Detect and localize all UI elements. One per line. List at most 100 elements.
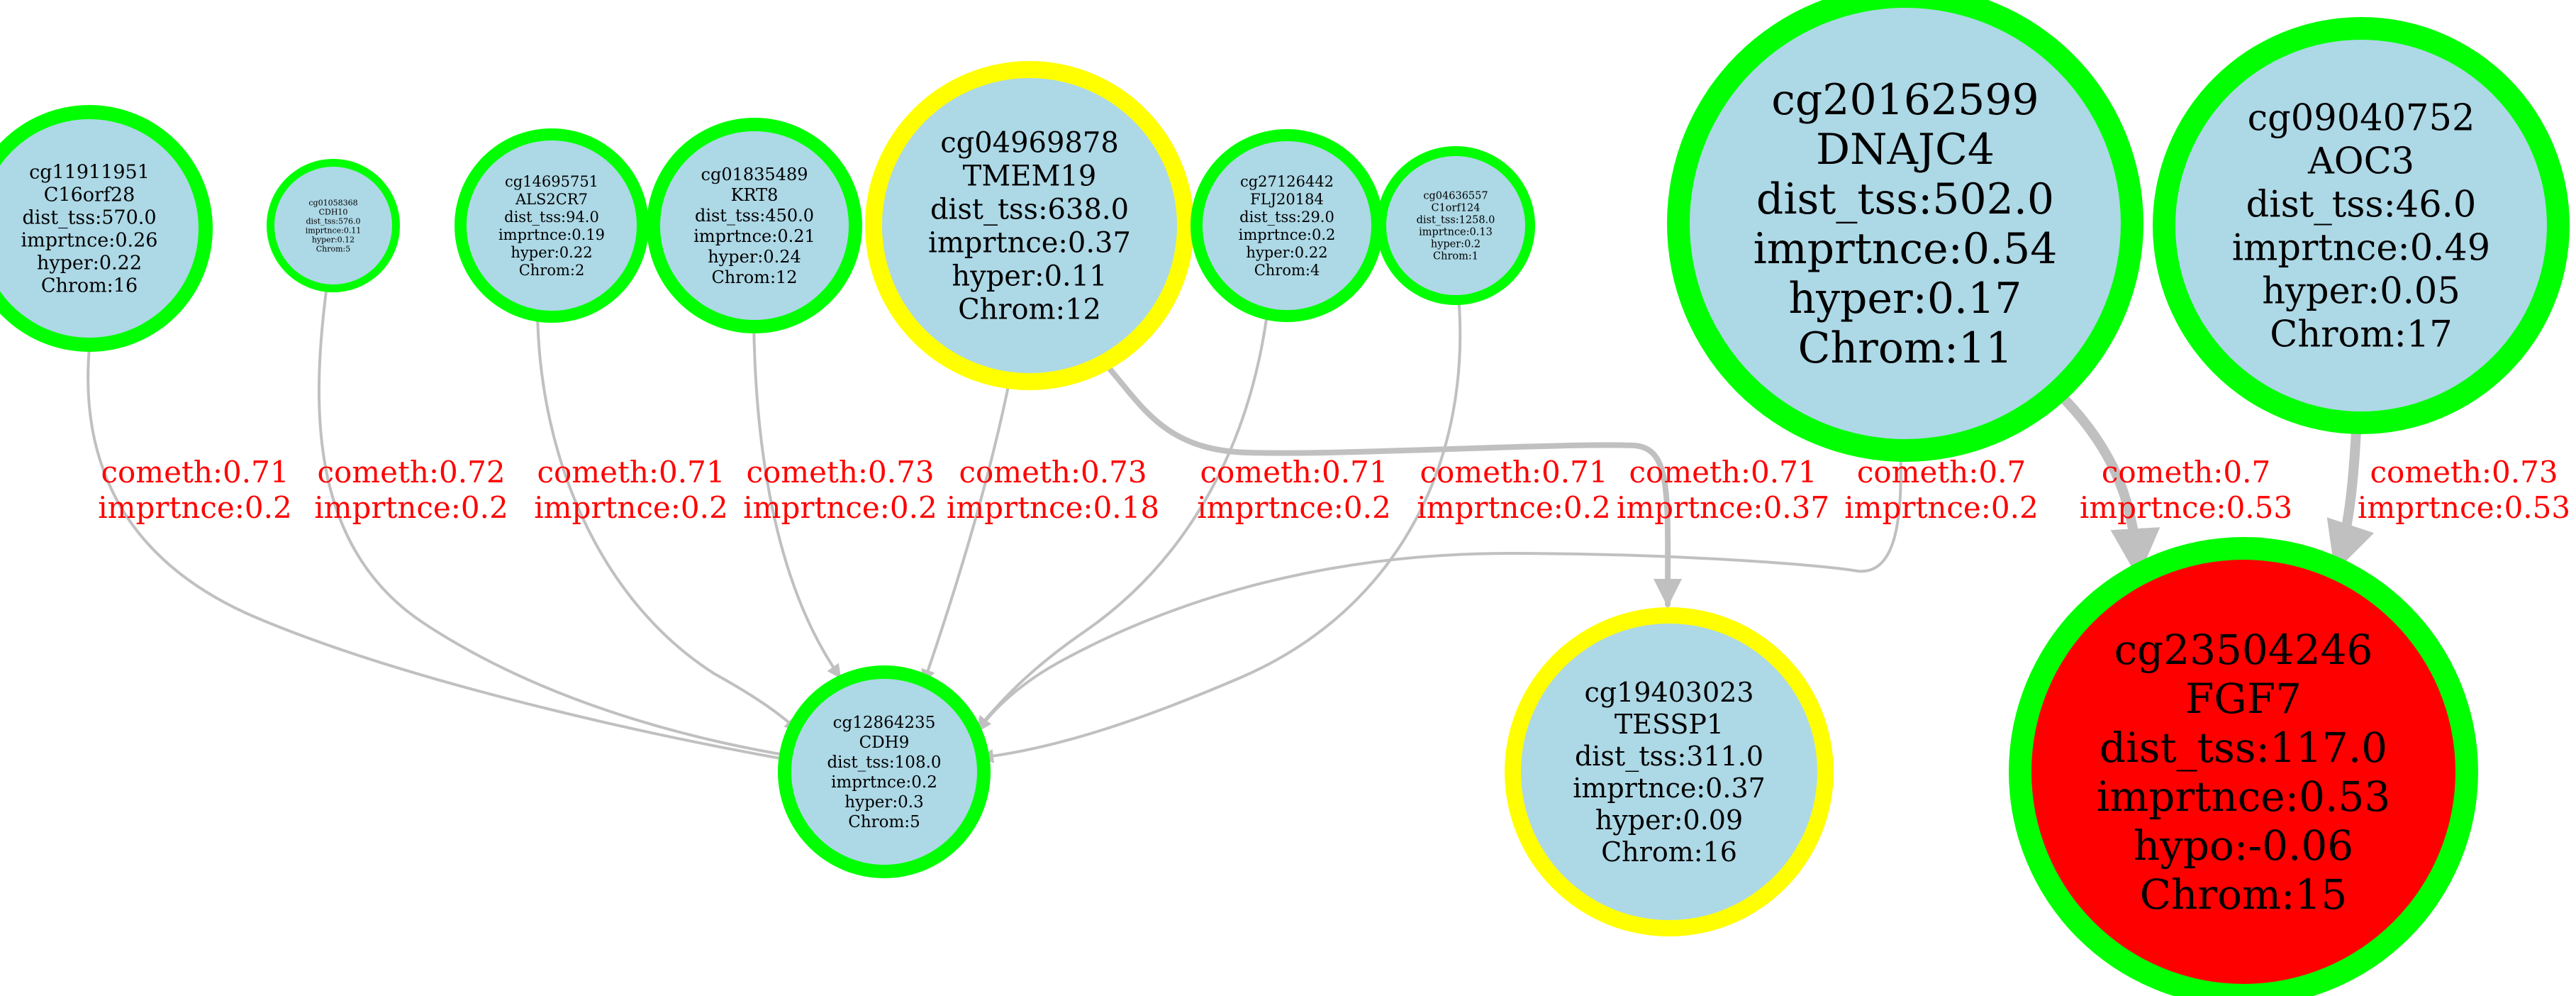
node-text-line: Chrom:15 [2140,870,2348,919]
node-text-line: FLJ20184 [1250,191,1324,208]
edge-cg01835489-to-cg12864235 [752,319,842,679]
node-cg04636557: cg04636557C1orf124dist_tss:1258.0imprtnc… [1376,146,1535,305]
node-text-line: hyper:0.05 [2262,270,2460,312]
node-text-line: imprtnce:0.21 [693,226,815,246]
node-text-line: Chrom:11 [1798,323,2013,373]
node-text-line: Chrom:17 [2270,314,2452,355]
node-text-line: hyper:0.2 [1431,239,1481,250]
edge-cg04969878-to-cg12864235 [921,375,1012,684]
edge-cg20162599-to-cg23504246 [2053,387,2160,578]
node-text-line: hyper:0.17 [1789,274,2022,323]
node-text-line: dist_tss:29.0 [1239,209,1334,226]
node-text-line: cg27126442 [1240,173,1334,190]
node-text-line: dist_tss:1258.0 [1417,215,1495,226]
node-cg12864235: cg12864235CDH9dist_tss:108.0imprtnce:0.2… [778,665,991,878]
node-body [0,119,199,338]
node-text-line: hyper:0.22 [511,244,592,261]
node-text-line: cg01058368 [308,198,357,207]
node-text-line: AOC3 [2307,140,2414,182]
node-cg27126442: cg27126442FLJ20184dist_tss:29.0imprtnce:… [1191,129,1383,322]
node-cg11911951: cg11911951C16orf28dist_tss:570.0imprtnce… [0,105,213,352]
node-text-line: Chrom:5 [316,244,351,253]
edge-importance-label: imprtnce:0.2 [1417,490,1610,525]
node-body [1690,8,2121,439]
node-text-line: cg20162599 [1771,75,2039,125]
edge-cometh-label: cometh:0.72 [317,455,505,489]
edge-cometh-label: cometh:0.71 [1200,455,1388,489]
edge-cometh-label: cometh:0.71 [1629,455,1817,489]
edge-labels-layer: cometh:0.71imprtnce:0.2cometh:0.72imprtn… [98,455,2570,525]
node-text-line: imprtnce:0.37 [928,227,1131,260]
node-cg23504246: cg23504246FGF7dist_tss:117.0imprtnce:0.5… [2009,537,2478,996]
edge-importance-label: imprtnce:0.2 [1844,490,2038,525]
node-text-line: CDH10 [319,207,348,216]
edge-cometh-label: cometh:0.71 [537,455,725,489]
node-cg01835489: cg01835489KRT8dist_tss:450.0imprtnce:0.2… [647,118,862,333]
node-text-line: ALS2CR7 [515,191,588,208]
node-text-line: TMEM19 [963,160,1097,193]
node-text-line: dist_tss:46.0 [2246,184,2477,226]
node-text-line: dist_tss:94.0 [504,209,599,226]
node-text-line: C1orf124 [1431,203,1480,214]
node-body [1203,141,1371,310]
edges-layer [87,279,2375,765]
node-text-line: cg11911951 [29,161,150,183]
node-text-line: hyper:0.3 [844,793,923,812]
node-text-line: dist_tss:117.0 [2100,724,2387,772]
node-body [467,140,637,311]
node-text-line: imprtnce:0.53 [2097,773,2391,821]
node-text-line: imprtnce:0.2 [831,773,937,792]
node-body [882,78,1177,373]
edge-cg11911951-to-cg12864235 [87,332,793,765]
edge-importance-label: imprtnce:0.2 [314,490,508,525]
node-text-line: imprtnce:0.19 [498,226,605,243]
edge-cg09040752-to-cg23504246 [2326,426,2375,572]
node-text-line: hyper:0.11 [952,260,1107,293]
node-text-line: FGF7 [2185,675,2302,723]
node-text-line: hyper:0.09 [1595,804,1743,836]
node-body [1521,624,1817,920]
node-text-line: cg23504246 [2114,626,2373,674]
node-text-line: hypo:-0.06 [2134,821,2353,870]
node-cg01058368: cg01058368CDH10dist_tss:576.0imprtnce:0.… [267,159,400,292]
edge-cometh-label: cometh:0.73 [2370,455,2558,489]
node-cg04969878: cg04969878TMEM19dist_tss:638.0imprtnce:0… [865,61,1194,390]
node-text-line: Chrom:5 [848,813,920,831]
edge-importance-label: imprtnce:0.37 [1617,490,1829,525]
node-body [1386,156,1525,295]
node-text-line: DNAJC4 [1816,125,1995,175]
node-text-line: Chrom:4 [1254,262,1320,279]
node-cg14695751: cg14695751ALS2CR7dist_tss:94.0imprtnce:0… [455,128,649,323]
edge-cometh-label: cometh:0.7 [2102,455,2270,489]
node-text-line: Chrom:2 [519,262,585,279]
node-text-line: dist_tss:638.0 [930,194,1129,226]
node-text-line: hyper:0.24 [708,247,801,267]
node-body [791,679,977,865]
node-body [274,167,392,284]
edge-cometh-label: cometh:0.71 [1420,455,1607,489]
edge-cg27126442-to-cg12864235 [976,308,1269,731]
edge-cometh-label: cometh:0.73 [746,455,934,489]
node-text-line: imprtnce:0.2 [1239,226,1336,243]
edge-cometh-label: cometh:0.73 [959,455,1147,489]
node-text-line: Chrom:1 [1433,251,1478,262]
edge-cometh-label: cometh:0.71 [101,455,289,489]
edge-importance-label: imprtnce:0.18 [947,490,1159,525]
node-text-line: cg14695751 [505,173,598,190]
edge-importance-label: imprtnce:0.53 [2080,490,2292,525]
node-text-line: Chrom:12 [711,267,797,287]
node-text-line: dist_tss:570.0 [22,206,156,228]
node-body [2031,560,2455,984]
node-text-line: TESSP1 [1615,709,1724,740]
